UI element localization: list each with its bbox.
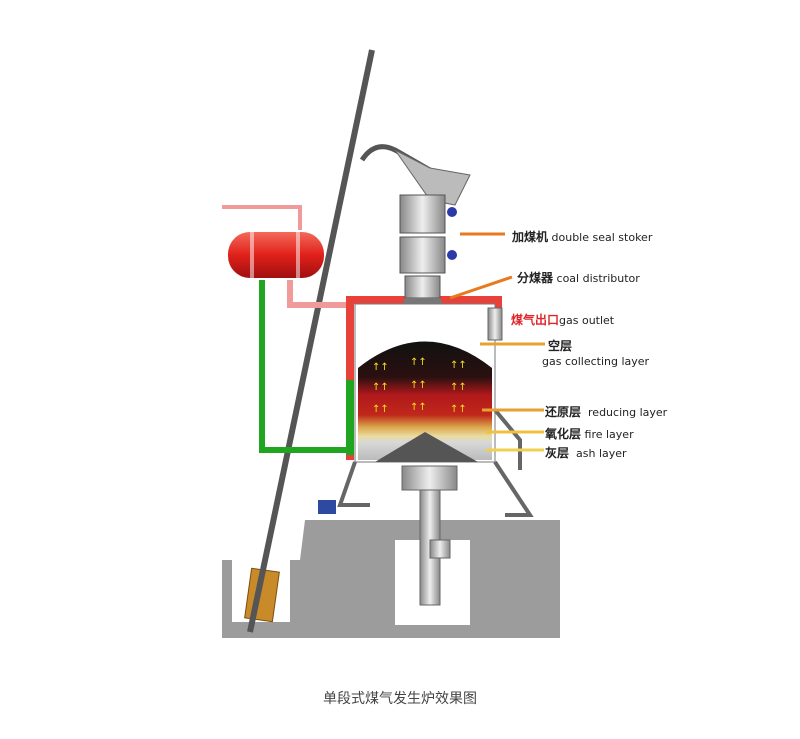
gas-flow-arrows: ↑↑ ↑↑ ↑↑ ↑↑ ↑↑ ↑↑ ↑↑ ↑↑ ↑↑ [372,357,467,415]
inclined-hoist [247,49,375,633]
leader-arrows [449,232,545,452]
label-ash: 灰层 ash layer [545,444,627,461]
svg-text:↑↑: ↑↑ [410,380,427,391]
label-en: ash layer [576,447,627,460]
svg-text:↑↑: ↑↑ [450,382,467,393]
steam-drum [228,232,324,278]
svg-text:↑↑: ↑↑ [410,357,427,368]
label-stoker: 加煤机 double seal stoker [512,228,652,245]
label-gas-outlet: 煤气出口gas outlet [511,311,614,328]
label-distributor: 分煤器 coal distributor [517,269,640,286]
label-en: fire layer [584,428,634,441]
label-en: gas outlet [559,314,615,327]
label-gas-layer-en: gas collecting layer [542,355,650,368]
svg-text:↑↑: ↑↑ [450,360,467,371]
label-cn: 灰层 [545,446,570,460]
svg-text:↑↑: ↑↑ [372,404,389,415]
label-fire: 氧化层 fire layer [545,425,634,442]
label-en: double seal stoker [551,231,653,244]
label-cn: 煤气出口 [511,313,560,327]
label-en: reducing layer [588,406,668,419]
svg-text:↑↑: ↑↑ [410,402,427,413]
label-cn: 氧化层 [545,427,582,441]
foundation [222,489,560,638]
svg-text:↑↑: ↑↑ [372,382,389,393]
furnace-body [318,303,534,517]
svg-text:↑↑: ↑↑ [450,404,467,415]
figure-caption: 单段式煤气发生炉效果图 [323,691,477,707]
label-cn: 分煤器 [517,271,554,285]
label-gas-layer-cn: 空层 [548,339,573,353]
label-cn: 还原层 [545,405,582,419]
label-en: coal distributor [556,272,640,285]
svg-text:↑↑: ↑↑ [372,362,389,373]
label-cn: 加煤机 [512,230,549,244]
label-reducing: 还原层 reducing layer [545,403,667,420]
hopper [359,144,471,206]
